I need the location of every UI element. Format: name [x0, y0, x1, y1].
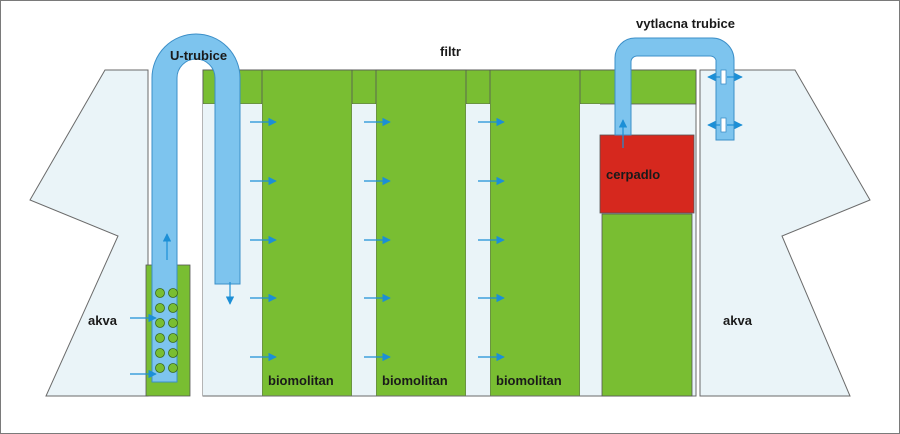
pump: [599, 134, 695, 214]
label-u-tube: U-trubice: [170, 48, 227, 63]
pump-media-block: [601, 213, 693, 397]
label-media-3: biomolitan: [496, 373, 562, 388]
discharge-slot-lower: [720, 117, 727, 133]
aquarium-right-water: [699, 69, 871, 397]
label-media-1: biomolitan: [268, 373, 334, 388]
water-gap-3: [580, 104, 600, 396]
label-media-2: biomolitan: [382, 373, 448, 388]
label-aquarium-left: akva: [88, 313, 118, 328]
discharge-slot-upper: [720, 69, 727, 85]
flow-arrows: [130, 72, 743, 379]
water-gap-2: [466, 104, 490, 396]
aquarium-left-water: [29, 69, 149, 397]
media-block-1: [261, 69, 353, 397]
label-filter: filtr: [440, 44, 461, 59]
media-block-3: [489, 69, 581, 397]
intake-holes: [155, 288, 178, 373]
label-aquarium-right: akva: [723, 313, 753, 328]
label-discharge-tube: vytlacna trubice: [636, 16, 735, 31]
label-pump: cerpadlo: [606, 167, 660, 182]
media-block-2: [375, 69, 467, 397]
water-gap-1: [352, 104, 376, 396]
